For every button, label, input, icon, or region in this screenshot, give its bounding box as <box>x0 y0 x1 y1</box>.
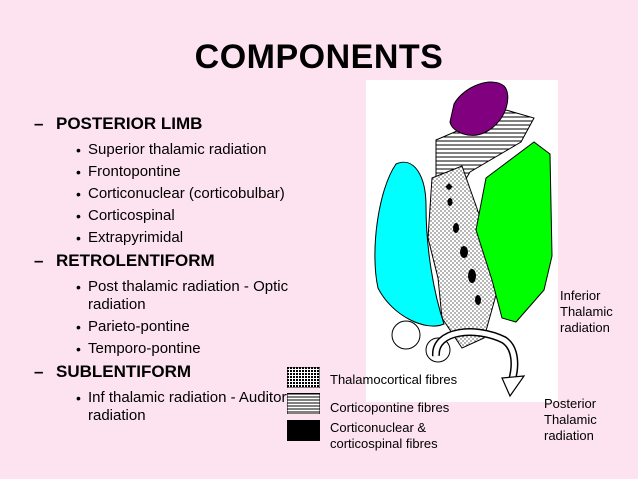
list-item: Corticonuclear (corticobulbar) <box>34 185 334 203</box>
list-item: Post thalamic radiation - Optic radiatio… <box>34 278 334 314</box>
corticopontine-legend-swatch <box>287 393 320 414</box>
lentiform-nucleus <box>475 141 553 323</box>
list-item: Frontopontine <box>34 163 334 181</box>
inferior-thalamic-label: Inferior Thalamic radiation <box>560 288 613 335</box>
legend-corticonuclear-label: Corticonuclear & corticospinal fibres <box>330 420 438 451</box>
corticospinal-fibre <box>468 269 476 283</box>
caudate-nucleus <box>374 161 445 327</box>
section-retrolentiform: –RETROLENTIFORM <box>34 251 334 271</box>
corticonuclear-fibre <box>445 183 453 191</box>
corticospinal-fibre <box>475 295 481 305</box>
corticonuclear-legend-swatch <box>287 420 320 441</box>
section-heading: POSTERIOR LIMB <box>56 114 203 133</box>
posterior-thalamic-label: Posterior Thalamic radiation <box>544 396 597 443</box>
section-heading: SUBLENTIFORM <box>56 362 192 381</box>
list-item: Corticospinal <box>34 207 334 225</box>
list-item: Parieto-pontine <box>34 318 334 336</box>
section-posterior-limb: –POSTERIOR LIMB <box>34 114 334 134</box>
posterior-thalamic-arrow-inner <box>433 329 517 381</box>
sublentiform-list: Inf thalamic radiation - Auditory radiat… <box>34 389 334 425</box>
section-dash: – <box>34 251 44 270</box>
corticospinal-fibre <box>453 223 459 233</box>
page-title: COMPONENTS <box>194 38 444 76</box>
outline: –POSTERIOR LIMB Superior thalamic radiat… <box>34 114 334 429</box>
legend-corticopontine-label: Corticopontine fibres <box>330 400 450 415</box>
section-dash: – <box>34 362 44 381</box>
retrolentiform-list: Post thalamic radiation - Optic radiatio… <box>34 278 334 358</box>
posterior-limb-list: Superior thalamic radiation Frontopontin… <box>34 141 334 247</box>
posterior-thalamic-arrowhead <box>501 375 526 398</box>
lateral-geniculate-body <box>391 320 421 350</box>
corticospinal-fibre <box>460 246 468 258</box>
list-item: Extrapyrimidal <box>34 229 334 247</box>
section-heading: RETROLENTIFORM <box>56 251 215 270</box>
internal-capsule-diagram <box>366 80 558 402</box>
corticospinal-fibre <box>447 198 453 206</box>
section-dash: – <box>34 114 44 133</box>
list-item: Superior thalamic radiation <box>34 141 334 159</box>
list-item: Temporo-pontine <box>34 340 334 358</box>
thalamocortical-legend-swatch <box>287 367 320 388</box>
list-item: Inf thalamic radiation - Auditory radiat… <box>34 389 334 425</box>
section-sublentiform: –SUBLENTIFORM <box>34 362 334 382</box>
legend-thalamocortical-label: Thalamocortical fibres <box>330 372 458 387</box>
thalamus <box>449 81 509 136</box>
